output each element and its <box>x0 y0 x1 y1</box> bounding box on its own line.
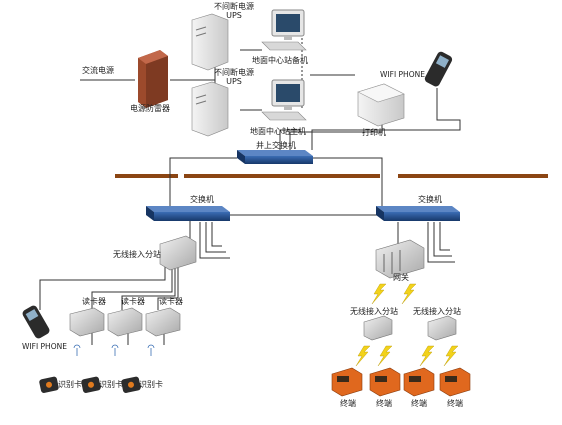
label-terminal-4: 终端 <box>447 399 463 408</box>
terminal-2 <box>369 367 401 397</box>
printer <box>357 83 405 127</box>
label-terminal-2: 终端 <box>376 399 392 408</box>
wifi-phone-bottom <box>22 305 50 339</box>
label-wireless-substation-left: 无线接入分站 <box>113 250 161 259</box>
cables <box>39 30 461 345</box>
switch-left <box>146 206 230 221</box>
card-reader-1 <box>69 307 105 337</box>
label-mine-switch: 井上交换机 <box>256 141 296 150</box>
antenna-icons <box>73 344 155 356</box>
label-wireless-substation-r2: 无线接入分站 <box>413 307 461 316</box>
label-wireless-substation-r1: 无线接入分站 <box>350 307 398 316</box>
label-gateway: 网关 <box>393 273 409 282</box>
label-wifi-phone-bottom: WIFI PHONE <box>22 342 67 351</box>
terminal-1 <box>331 367 363 397</box>
terminal-4 <box>439 367 471 397</box>
label-terminal-1: 终端 <box>340 399 356 408</box>
label-id-card-1: 识别卡 <box>58 380 82 389</box>
backup-station-computer <box>261 9 307 51</box>
card-reader-2 <box>107 307 143 337</box>
label-wifi-phone-top: WIFI PHONE <box>380 70 425 79</box>
label-printer: 打印机 <box>362 128 386 137</box>
terminal-3 <box>403 367 435 397</box>
wireless-substation-left <box>159 235 197 271</box>
label-id-card-3: 识别卡 <box>139 380 163 389</box>
label-terminal-3: 终端 <box>411 399 427 408</box>
wireless-substation-right-2 <box>427 315 457 341</box>
ground-surface-lines <box>115 174 548 178</box>
mine-switch <box>237 150 313 164</box>
label-switch-left: 交换机 <box>190 195 214 204</box>
card-reader-3 <box>145 307 181 337</box>
label-id-card-2: 识别卡 <box>99 380 123 389</box>
id-card-1 <box>39 376 59 393</box>
label-main-station: 地面中心站主机 <box>250 127 306 136</box>
label-ups-bottom: 不间断电源 UPS <box>214 68 254 86</box>
label-card-reader-1: 读卡器 <box>82 297 106 306</box>
label-switch-right: 交换机 <box>418 195 442 204</box>
lightning-icons <box>355 283 459 367</box>
ups-bottom <box>191 81 229 137</box>
ups-top <box>191 13 229 71</box>
label-ac-power: 交流电源 <box>82 66 114 75</box>
label-card-reader-2: 读卡器 <box>121 297 145 306</box>
wireless-substation-right-1 <box>363 315 393 341</box>
wifi-phone-top <box>424 51 453 87</box>
label-card-reader-3: 读卡器 <box>159 297 183 306</box>
label-ups-top: 不间断电源 UPS <box>214 2 254 20</box>
switch-right <box>376 206 460 221</box>
gateway <box>375 239 425 279</box>
main-station-computer <box>261 79 307 121</box>
id-card-3 <box>121 376 141 393</box>
label-surge-protector: 电源防雷器 <box>130 104 170 113</box>
label-backup-station: 地面中心站备机 <box>252 56 308 65</box>
surge-protector <box>138 50 168 108</box>
id-card-2 <box>81 376 101 393</box>
